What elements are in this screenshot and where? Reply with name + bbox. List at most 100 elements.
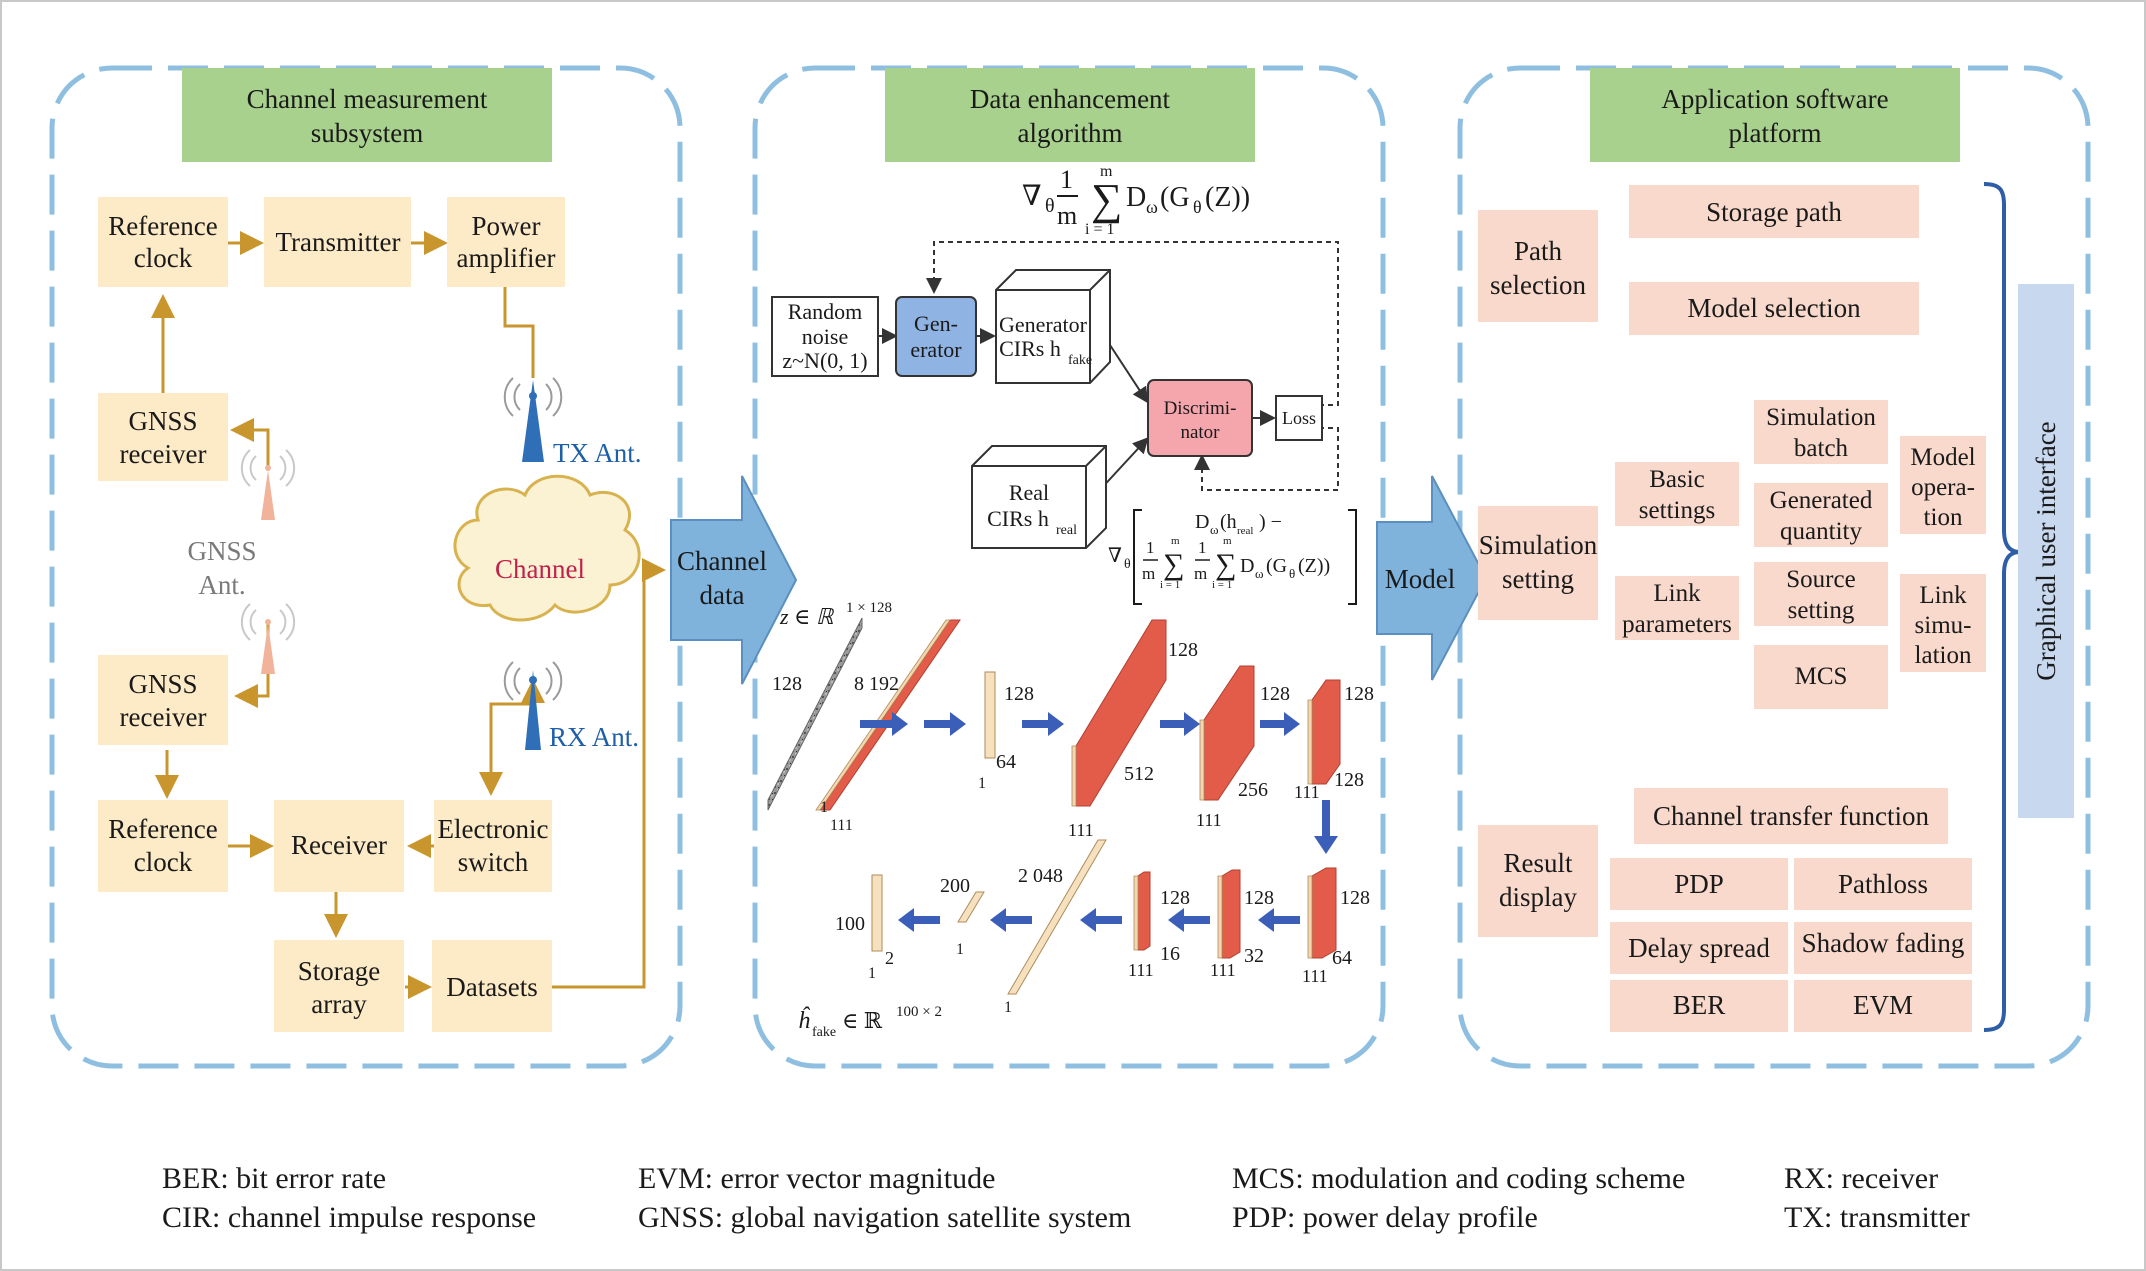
power-amp-line1: Power bbox=[472, 211, 541, 241]
svg-text:(Z)): (Z)) bbox=[1205, 182, 1250, 213]
generator-cirs-line2: CIRs h bbox=[999, 336, 1061, 361]
result-display-box: Result display bbox=[1478, 825, 1598, 937]
net-top-14: 128 bbox=[1334, 769, 1364, 791]
generator-cirs-sub: fake bbox=[1068, 353, 1092, 368]
generator-cirs-box: Generator CIRs h fake bbox=[995, 269, 1111, 384]
legend-ber: BER: bit error rate bbox=[162, 1162, 386, 1195]
net-bot-4: 1 bbox=[956, 941, 964, 958]
legend: BER: bit error rate CIR: channel impulse… bbox=[162, 1162, 1970, 1234]
random-noise-line2: noise bbox=[802, 324, 848, 349]
svg-text:∇: ∇ bbox=[1022, 181, 1042, 212]
flatten-2048-layer bbox=[1007, 839, 1107, 995]
path-selection-line1: Path bbox=[1514, 236, 1563, 266]
loss-box: Loss bbox=[1275, 395, 1323, 441]
ber-box: BER bbox=[1610, 980, 1788, 1032]
model-operation-line3: tion bbox=[1924, 504, 1963, 531]
rx-antenna-icon bbox=[503, 661, 563, 750]
network-bottom-row bbox=[871, 839, 1337, 995]
pdp-box: PDP bbox=[1610, 858, 1788, 910]
evm-label: EVM bbox=[1853, 990, 1913, 1020]
net-bot-9: 111 bbox=[1128, 960, 1154, 980]
real-cirs-box: Real CIRs h real bbox=[971, 445, 1107, 549]
storage-array-box: Storage array bbox=[274, 940, 404, 1032]
storage-array-line1: Storage bbox=[298, 956, 380, 986]
discriminator-gradient-formula: ∇ θ D ω (h real ) − 1 m ∑ m i = 1 1 m ∑ … bbox=[1108, 509, 1357, 605]
generator-gradient-formula: ∇ θ 1 m ∑ m i = 1 D ω (G θ (Z)) bbox=[1022, 163, 1250, 238]
network-output-sup: 100 × 2 bbox=[896, 1004, 942, 1020]
electronic-switch-box: Electronic switch bbox=[434, 800, 552, 892]
storage-path-label: Storage path bbox=[1706, 197, 1842, 227]
link-parameters-box: Link parameters bbox=[1615, 576, 1739, 640]
transmitter-label: Transmitter bbox=[275, 227, 400, 257]
gnss-antenna-top-icon bbox=[240, 449, 296, 520]
net-bot-13: 128 bbox=[1340, 887, 1370, 909]
generator-box: Gen- erator bbox=[895, 296, 977, 377]
svg-text:ω: ω bbox=[1210, 522, 1219, 537]
net-bot-11: 32 bbox=[1244, 945, 1264, 967]
output-100-layer bbox=[871, 874, 883, 952]
tx-ant-label: TX Ant. bbox=[553, 438, 642, 468]
channel-data-line1: Channel bbox=[677, 546, 767, 576]
electronic-switch-line2: switch bbox=[458, 847, 529, 877]
generated-quantity-line2: quantity bbox=[1780, 518, 1862, 545]
delay-spread-box: Delay spread bbox=[1610, 922, 1788, 974]
legend-cir: CIR: channel impulse response bbox=[162, 1201, 536, 1234]
dense-200-layer bbox=[957, 891, 985, 923]
ref-clock-bottom-line1: Reference bbox=[108, 814, 217, 844]
net-bot-0: 100 bbox=[835, 913, 865, 935]
source-setting-line1: Source bbox=[1786, 566, 1855, 593]
svg-text:i = 1: i = 1 bbox=[1085, 221, 1114, 238]
network-bottom-labels: 100 1 2 200 1 2 048 1 128 16 111 128 32 … bbox=[835, 865, 1370, 1016]
simulation-setting-line2: setting bbox=[1502, 564, 1574, 594]
net-top-10: 128 bbox=[1260, 683, 1290, 705]
net-top-3: 111 bbox=[830, 817, 853, 834]
channel-transfer-function-box: Channel transfer function bbox=[1634, 788, 1948, 844]
simulation-setting-box: Simulation setting bbox=[1478, 506, 1598, 620]
simulation-setting-line1: Simulation bbox=[1479, 530, 1598, 560]
channel-cloud-icon bbox=[453, 474, 641, 622]
header-measurement: Channel measurement subsystem bbox=[182, 68, 552, 162]
tx-antenna-icon bbox=[503, 377, 563, 462]
svg-text:∇: ∇ bbox=[1108, 545, 1122, 567]
mcs-label: MCS bbox=[1795, 663, 1848, 690]
gnss-antenna-bottom-icon bbox=[240, 603, 296, 674]
header-application-line1: Application software bbox=[1661, 84, 1888, 114]
basic-settings-box: Basic settings bbox=[1615, 462, 1739, 526]
svg-text:real: real bbox=[1237, 525, 1253, 537]
link-parameters-line2: parameters bbox=[1622, 611, 1732, 638]
svg-text:D: D bbox=[1126, 182, 1146, 213]
svg-text:i = 1: i = 1 bbox=[1160, 579, 1180, 591]
basic-settings-line1: Basic bbox=[1649, 466, 1705, 493]
gnss-receiver-bottom-line2: receiver bbox=[120, 702, 207, 732]
svg-text:m: m bbox=[1057, 201, 1077, 230]
net-top-2: 1 bbox=[820, 799, 828, 816]
power-amplifier-box: Power amplifier bbox=[447, 197, 565, 287]
discriminator-line1: Discrimi- bbox=[1164, 398, 1237, 419]
svg-text:∑: ∑ bbox=[1215, 548, 1236, 581]
header-enhancement: Data enhancement algorithm bbox=[885, 68, 1255, 162]
net-top-13: 128 bbox=[1344, 683, 1374, 705]
header-measurement-line1: Channel measurement bbox=[247, 84, 488, 114]
model-selection-label: Model selection bbox=[1687, 293, 1861, 323]
net-bot-2: 2 bbox=[885, 948, 894, 968]
net-top-8: 512 bbox=[1124, 763, 1154, 785]
evm-box: EVM bbox=[1794, 980, 1972, 1032]
svg-text:∑: ∑ bbox=[1163, 548, 1184, 581]
svg-text:θ: θ bbox=[1193, 197, 1202, 217]
network-top-row bbox=[767, 617, 1341, 811]
random-noise-line1: Random bbox=[788, 299, 863, 324]
storage-array-line2: array bbox=[311, 989, 367, 1019]
net-bot-12: 111 bbox=[1210, 960, 1236, 980]
conv-128-b-layer bbox=[1311, 867, 1337, 959]
net-top-1: 8 192 bbox=[854, 673, 899, 695]
link-simulation-line3: lation bbox=[1915, 642, 1972, 669]
gnss-receiver-bottom-box: GNSS receiver bbox=[98, 655, 228, 745]
ref-clock-top-line1: Reference bbox=[108, 211, 217, 241]
net-bot-7: 128 bbox=[1160, 887, 1190, 909]
svg-text:1: 1 bbox=[1198, 538, 1207, 557]
legend-gnss: GNSS: global navigation satellite system bbox=[638, 1201, 1131, 1234]
legend-tx: TX: transmitter bbox=[1784, 1201, 1970, 1234]
power-amp-line2: amplifier bbox=[457, 243, 556, 273]
channel-data-arrow: Channel data bbox=[670, 475, 798, 685]
gnss-receiver-top-line1: GNSS bbox=[128, 406, 197, 436]
